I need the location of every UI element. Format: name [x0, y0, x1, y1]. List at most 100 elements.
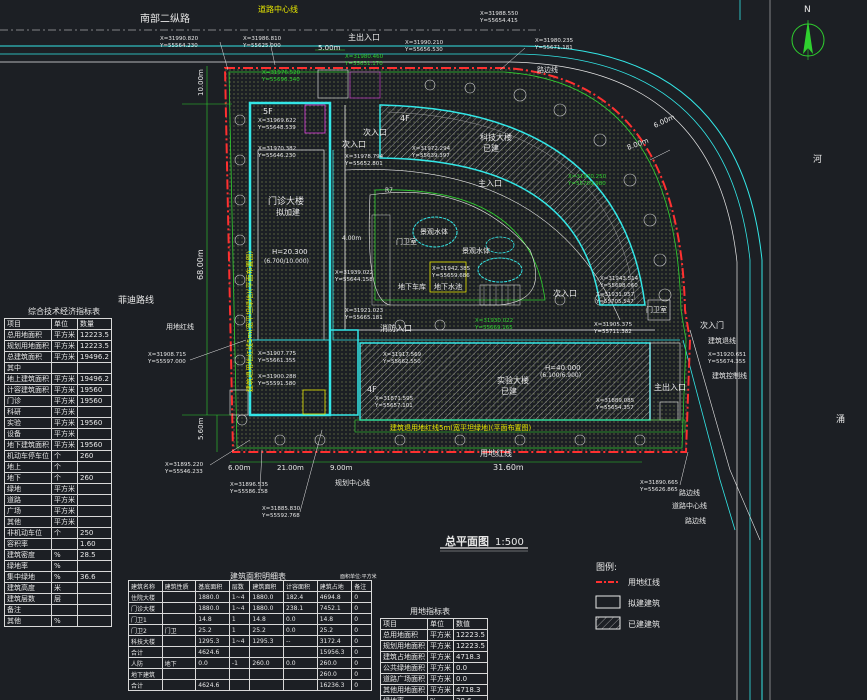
- green-belt-label-vertical: 建筑退用地红线5m(宽平坦绿地)(平面布置图): [245, 251, 254, 392]
- landscape-label: 景观水体: [462, 246, 490, 255]
- table-cell: 容积率: [3, 538, 53, 550]
- building-c-name: 实验大楼: [497, 375, 529, 385]
- table-cell: 0: [351, 657, 372, 669]
- entrance-label: 主出入口: [654, 382, 686, 392]
- table-cell: 广场: [3, 505, 53, 517]
- coord-label: Y=55626.865: [639, 487, 678, 493]
- table-cell: 1: [228, 613, 251, 625]
- table-cell: 19560: [77, 417, 112, 429]
- building-c-status: 已建: [501, 386, 517, 396]
- red-line-label: 用地红线: [166, 322, 194, 331]
- dimension-label: 68.00m: [196, 249, 205, 280]
- coord-label: X=31988.550: [480, 11, 519, 17]
- table-cell: 计容面积: [283, 580, 318, 592]
- table-cell: 36.6: [77, 571, 112, 583]
- table-cell: [77, 362, 112, 374]
- table-cell: 人防: [128, 657, 163, 669]
- coord-label: X=31920.651: [708, 352, 746, 358]
- table-cell: [195, 668, 230, 680]
- table-cell: [161, 646, 197, 658]
- table-cell: 单位: [51, 318, 79, 330]
- coord-label: Y=55654.415: [479, 18, 518, 24]
- red-line-label: 用地红线: [480, 448, 512, 458]
- coord-label: X=31970.250: [568, 174, 607, 180]
- table-cell: [77, 461, 112, 473]
- table-cell: [77, 516, 112, 528]
- table-cell: 260.0: [316, 657, 353, 669]
- road-edge-label: 路边线: [537, 65, 558, 74]
- table-row: 设备平方米: [3, 428, 112, 440]
- coord-label: Y=55661.355: [257, 358, 296, 364]
- table-cell: 实验: [3, 417, 53, 429]
- table-cell: 计容建筑面积: [3, 384, 53, 396]
- table-cell: [77, 505, 112, 517]
- table-row: 其他平方米: [3, 516, 112, 528]
- table-cell: 门卫2: [128, 624, 163, 636]
- east-road-label: 涌: [836, 414, 845, 425]
- table-cell: 其他用地面积: [380, 684, 428, 696]
- building-b-status: 已建: [483, 143, 499, 153]
- table-cell: 规划用地面积: [3, 340, 53, 352]
- table-row: 其他%: [3, 615, 112, 627]
- table-cell: [283, 679, 318, 691]
- setback-label: 建筑退线: [708, 336, 736, 345]
- mid-table-note: 面积单位:平方米: [340, 574, 377, 580]
- table-cell: 1880.0: [195, 591, 230, 603]
- coord-label: Y=55665.181: [344, 315, 383, 321]
- table-cell: 门卫: [161, 624, 197, 636]
- entrance-label: 次入口: [342, 139, 366, 149]
- table-cell: 非机动车位: [3, 527, 53, 539]
- table-cell: 建筑名称: [128, 580, 163, 592]
- table-cell: [51, 604, 79, 616]
- table-cell: 建筑性质: [161, 580, 197, 592]
- coord-label: X=31930.022: [475, 318, 513, 324]
- table-row: 广场平方米: [3, 505, 112, 517]
- coord-label: Y=55592.768: [261, 513, 300, 519]
- table-cell: 0.0: [283, 624, 318, 636]
- table-cell: 0.0: [453, 673, 488, 685]
- entrance-label: 次入口: [553, 288, 577, 298]
- building-a-status: 拟加建: [276, 207, 300, 217]
- entrance-label: 主入口: [478, 178, 502, 188]
- table-cell: 1880.0: [249, 591, 285, 603]
- coord-label: Y=55586.158: [229, 489, 268, 495]
- table-cell: 平方米: [51, 439, 79, 451]
- table-cell: 250: [77, 527, 112, 539]
- table-cell: 单位: [427, 618, 454, 630]
- table-cell: [228, 646, 251, 658]
- table-row: 集中绿地%36.6: [3, 571, 112, 583]
- coord-label: Y=55698.060: [599, 283, 638, 289]
- table-cell: 0: [351, 624, 372, 636]
- table-cell: 0: [351, 635, 372, 647]
- table-cell: 0: [351, 591, 372, 603]
- table-cell: 道路广场面积: [380, 673, 428, 685]
- existing-research-building: [379, 104, 646, 306]
- table-cell: [77, 615, 112, 627]
- table-cell: 地下建筑: [128, 668, 163, 680]
- building-c-height-note: (6.100/6.900): [540, 372, 581, 379]
- road-center-label: 道路中心线: [258, 4, 298, 14]
- table-cell: [51, 362, 79, 374]
- table-cell: 其他: [3, 516, 53, 528]
- table-cell: 7452.1: [316, 602, 353, 614]
- table-cell: %: [51, 560, 79, 572]
- table-cell: 建筑密度: [3, 549, 53, 561]
- table-cell: 合计: [128, 646, 163, 658]
- coord-label: Y=55639.397: [411, 153, 450, 159]
- coord-label: X=31871.595: [375, 396, 414, 402]
- table-cell: 16236.3: [316, 679, 353, 691]
- table-cell: 0: [351, 613, 372, 625]
- coord-label: X=31885.830: [262, 506, 301, 512]
- table-cell: [77, 428, 112, 440]
- table-cell: %: [51, 571, 79, 583]
- dimension-label: 6.00m: [228, 464, 251, 472]
